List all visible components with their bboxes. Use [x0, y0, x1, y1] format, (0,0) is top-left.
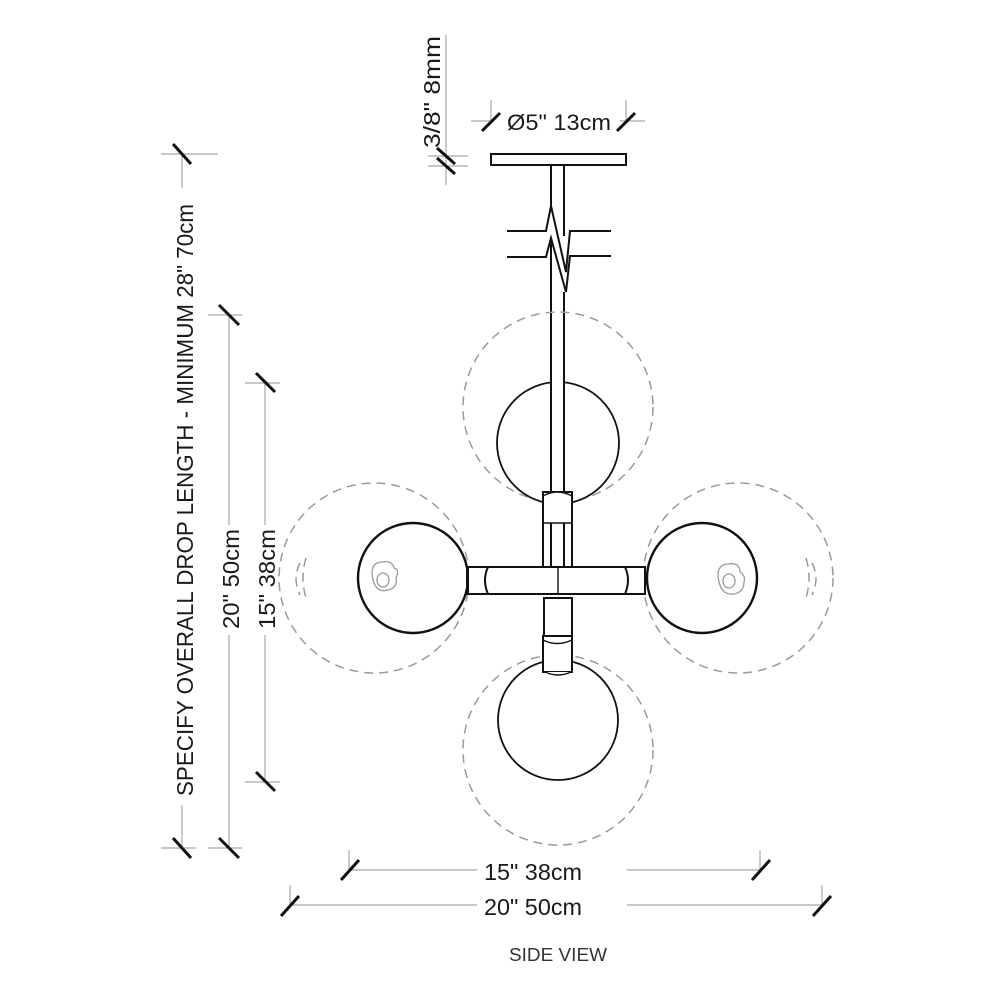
- bottom-globe: [497, 659, 619, 781]
- left-globe: [356, 521, 470, 635]
- canopy-thickness-label: 3/8" 8mm: [419, 36, 445, 148]
- canopy-diameter-label: Ø5" 13cm: [507, 110, 611, 135]
- fixture-height-inner-label: 15" 38cm: [254, 529, 280, 629]
- fixture-width-outer-dimension: 20" 50cm: [279, 885, 833, 920]
- canopy: [490, 153, 627, 166]
- overall-drop-label: SPECIFY OVERALL DROP LENGTH - MINIMUM 28…: [172, 204, 198, 796]
- center-hub: [466, 491, 646, 676]
- canopy-thickness-dimension: 3/8" 8mm: [419, 35, 468, 185]
- fixture-width-inner-dimension: 15" 38cm: [339, 850, 772, 885]
- fixture-width-inner-label: 15" 38cm: [484, 859, 582, 885]
- canopy-diameter-dimension: Ø5" 13cm: [471, 100, 645, 135]
- overall-drop-dimension: SPECIFY OVERALL DROP LENGTH - MINIMUM 28…: [161, 142, 218, 860]
- right-globe: [645, 521, 759, 635]
- fixture-height-inner-dimension: 15" 38cm: [245, 371, 280, 793]
- fixture-width-outer-label: 20" 50cm: [484, 894, 582, 920]
- top-globe: [496, 380, 620, 505]
- view-label: SIDE VIEW: [509, 945, 607, 965]
- fixture-height-outer-label: 20" 50cm: [218, 529, 244, 629]
- fixture-height-outer-dimension: 20" 50cm: [208, 303, 244, 860]
